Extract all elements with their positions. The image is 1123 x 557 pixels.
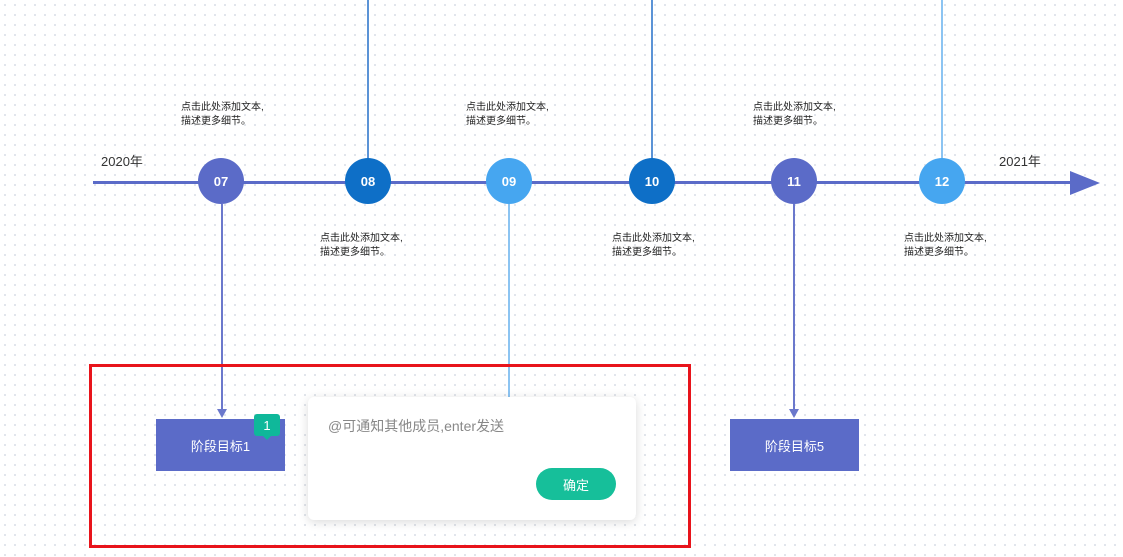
description-12[interactable]: 点击此处添加文本, 描述更多细节。: [904, 232, 987, 260]
connector-line-12: [941, 0, 943, 160]
connector-line-07: [221, 204, 223, 410]
description-line: 描述更多细节。: [612, 247, 682, 258]
comment-popup: 确定: [308, 397, 636, 520]
timeline-arrow-icon: [1070, 171, 1100, 195]
goal-box-1[interactable]: 阶段目标1: [156, 419, 285, 471]
timeline-node-11[interactable]: 11: [771, 158, 817, 204]
description-line: 点击此处添加文本,: [904, 233, 987, 244]
connector-line-08: [367, 0, 369, 160]
description-line: 描述更多细节。: [753, 116, 823, 127]
description-line: 描述更多细节。: [181, 116, 251, 127]
timeline-node-08[interactable]: 08: [345, 158, 391, 204]
timeline-node-10[interactable]: 10: [629, 158, 675, 204]
end-year-label[interactable]: 2021年: [999, 154, 1041, 169]
description-07[interactable]: 点击此处添加文本, 描述更多细节。: [181, 101, 264, 129]
description-11[interactable]: 点击此处添加文本, 描述更多细节。: [753, 101, 836, 129]
timeline-axis: [93, 181, 1078, 184]
description-line: 点击此处添加文本,: [181, 102, 264, 113]
description-line: 点击此处添加文本,: [466, 102, 549, 113]
connector-line-10: [651, 0, 653, 160]
comment-badge-tail: [262, 435, 272, 440]
timeline-node-12[interactable]: 12: [919, 158, 965, 204]
timeline-node-07[interactable]: 07: [198, 158, 244, 204]
description-line: 描述更多细节。: [904, 247, 974, 258]
comment-input[interactable]: [328, 415, 618, 437]
description-line: 描述更多细节。: [320, 247, 390, 258]
description-08[interactable]: 点击此处添加文本, 描述更多细节。: [320, 232, 403, 260]
popup-caret: [299, 418, 309, 436]
confirm-button[interactable]: 确定: [536, 468, 616, 500]
description-line: 点击此处添加文本,: [612, 233, 695, 244]
description-10[interactable]: 点击此处添加文本, 描述更多细节。: [612, 232, 695, 260]
connector-line-11: [793, 204, 795, 410]
description-line: 点击此处添加文本,: [753, 102, 836, 113]
connector-line-09: [508, 204, 510, 398]
description-line: 点击此处添加文本,: [320, 233, 403, 244]
start-year-label[interactable]: 2020年: [101, 154, 143, 169]
timeline-node-09[interactable]: 09: [486, 158, 532, 204]
highlight-box: [89, 364, 691, 548]
goal-box-5[interactable]: 阶段目标5: [730, 419, 859, 471]
connector-arrow-11: [789, 409, 799, 418]
connector-arrow-07: [217, 409, 227, 418]
comment-count-badge[interactable]: 1: [254, 414, 280, 436]
description-line: 描述更多细节。: [466, 116, 536, 127]
description-09[interactable]: 点击此处添加文本, 描述更多细节。: [466, 101, 549, 129]
